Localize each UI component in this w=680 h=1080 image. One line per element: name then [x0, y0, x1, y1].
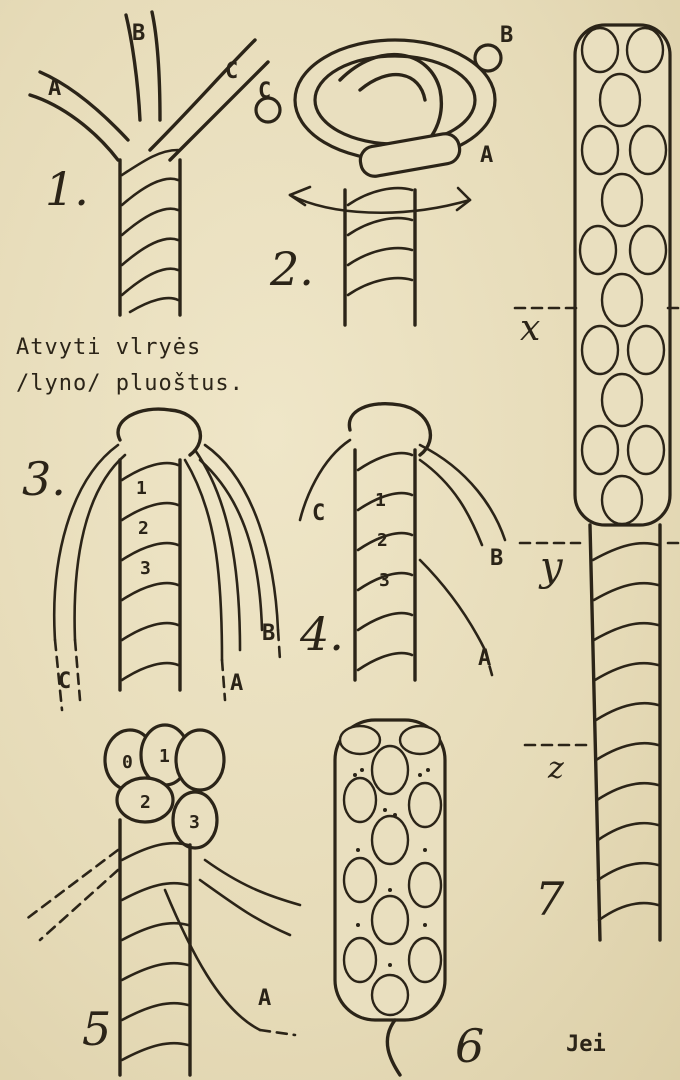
figure-3 — [54, 409, 280, 710]
figure-3-label-3: 3 — [140, 558, 151, 579]
figure-1-label-a: A — [48, 76, 61, 101]
figure-4-label-1: 1 — [375, 490, 386, 511]
figure-5-number: 5 — [82, 1002, 111, 1056]
figure-5-label-0: 0 — [122, 752, 133, 773]
figure-5-label-a: A — [258, 986, 271, 1011]
figure-3-number: 3. — [22, 452, 66, 506]
caption: Atvyti vlryės /lyno/ pluoštus. — [16, 330, 244, 402]
figure-1-label-b: B — [132, 21, 145, 46]
figure-3-label-1: 1 — [136, 478, 147, 499]
figure-7-number: 7 — [535, 872, 565, 926]
figure-2-label-b: B — [500, 23, 513, 48]
figure-4-label-b: B — [490, 546, 503, 571]
marker-x: x — [520, 308, 540, 349]
figure-1-label-c: C — [225, 59, 238, 84]
figure-2-label-a: A — [480, 143, 493, 168]
figure-2-label-c: C — [258, 79, 271, 104]
figure-5-label-3: 3 — [189, 812, 200, 833]
figure-4-label-a: A — [478, 646, 491, 671]
figure-4-label-c: C — [312, 501, 325, 526]
figure-6 — [335, 720, 445, 1075]
caption-line-2: /lyno/ pluoštus. — [16, 371, 244, 396]
figure-5 — [25, 725, 300, 1075]
caption-line-1: Atvyti vlryės — [16, 335, 201, 360]
figure-4-label-3: 3 — [379, 570, 390, 591]
figure-3-label-b: B — [262, 621, 275, 646]
figure-6-number: 6 — [455, 1019, 484, 1073]
figure-5-label-2: 2 — [140, 792, 151, 813]
figure-1-number: 1. — [45, 162, 89, 216]
figure-3-label-a: A — [230, 671, 243, 696]
figure-3-label-c: C — [58, 669, 71, 694]
figure-3-label-2: 2 — [138, 518, 149, 539]
figure-5-label-1: 1 — [159, 746, 170, 767]
marker-y: y — [538, 544, 564, 590]
footer-text: Jei — [566, 1032, 606, 1057]
figure-4-number: 4. — [299, 607, 344, 661]
marker-z: z — [547, 751, 564, 786]
figure-4-label-2: 2 — [377, 530, 388, 551]
figure-7 — [515, 25, 680, 940]
figure-2-number: 2. — [269, 242, 314, 296]
